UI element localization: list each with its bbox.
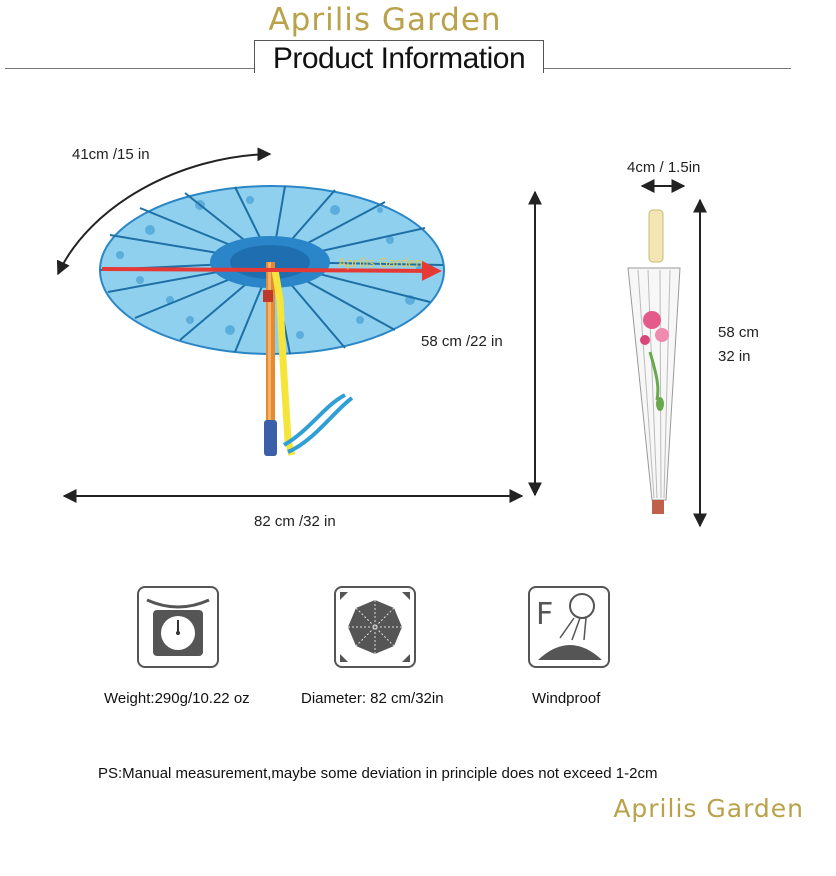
page-title: Product Information: [272, 42, 526, 75]
title-rule-right: [543, 68, 791, 69]
title-rule-left: [5, 68, 255, 69]
open-umbrella: [99, 185, 445, 456]
scale-icon: [137, 586, 219, 668]
closed-umbrella: [627, 209, 681, 514]
arc-label: 41cm /15 in: [72, 146, 150, 163]
umbrella-diagram: [56, 147, 707, 528]
measurement-note: PS:Manual measurement,maybe some deviati…: [98, 765, 658, 782]
shaft-width-label: 4cm / 1.5in: [627, 159, 701, 176]
width-label: 82 cm /32 in: [254, 513, 336, 530]
height-label: 58 cm /22 in: [421, 333, 503, 350]
windproof-label: Windproof: [532, 690, 601, 707]
length-cm-label: 58 cm: [718, 324, 759, 341]
length-in-label: 32 in: [718, 348, 751, 365]
svg-text:F: F: [536, 597, 553, 632]
arc-arrow: [56, 147, 272, 276]
weight-label: Weight:290g/10.22 oz: [104, 690, 250, 707]
canopy-watermark: Aprilis Garden: [338, 256, 423, 270]
diameter-label: Diameter: 82 cm/32in: [301, 690, 444, 707]
brand-title: Aprilis Garden: [268, 2, 502, 38]
brand-footer: Aprilis Garden: [613, 794, 804, 823]
wind-icon: F: [528, 586, 610, 668]
umbrella-top-icon: [334, 586, 416, 668]
title-frame: [254, 40, 544, 73]
